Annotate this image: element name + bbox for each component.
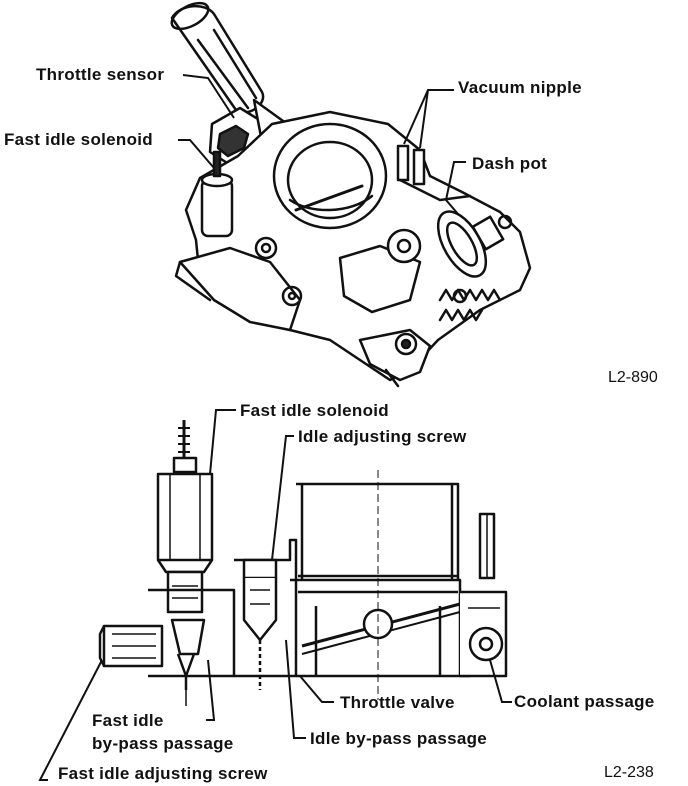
idle-bypass-passage-label: Idle by-pass passage: [310, 729, 488, 748]
fast-idle-solenoid-label: Fast idle solenoid: [4, 130, 153, 149]
throttle-valve-label: Throttle valve: [340, 693, 455, 712]
fast-idle-bypass-label-line1: Fast idle: [92, 711, 164, 730]
bottom-figure-id: L2-238: [604, 764, 654, 781]
vacuum-nipple-label: Vacuum nipple: [458, 78, 582, 97]
throttle-sensor-label: Throttle sensor: [36, 65, 165, 84]
idle-adjusting-screw-label: Idle adjusting screw: [298, 427, 467, 446]
fast-idle-solenoid-section-label: Fast idle solenoid: [240, 401, 389, 420]
fast-idle-adjusting-screw-label: Fast idle adjusting screw: [58, 764, 268, 783]
fast-idle-bypass-label-line2: by-pass passage: [92, 734, 234, 753]
top-figure-id: L2-890: [608, 369, 658, 386]
dash-pot-label: Dash pot: [472, 154, 548, 173]
coolant-passage-label: Coolant passage: [514, 692, 655, 711]
